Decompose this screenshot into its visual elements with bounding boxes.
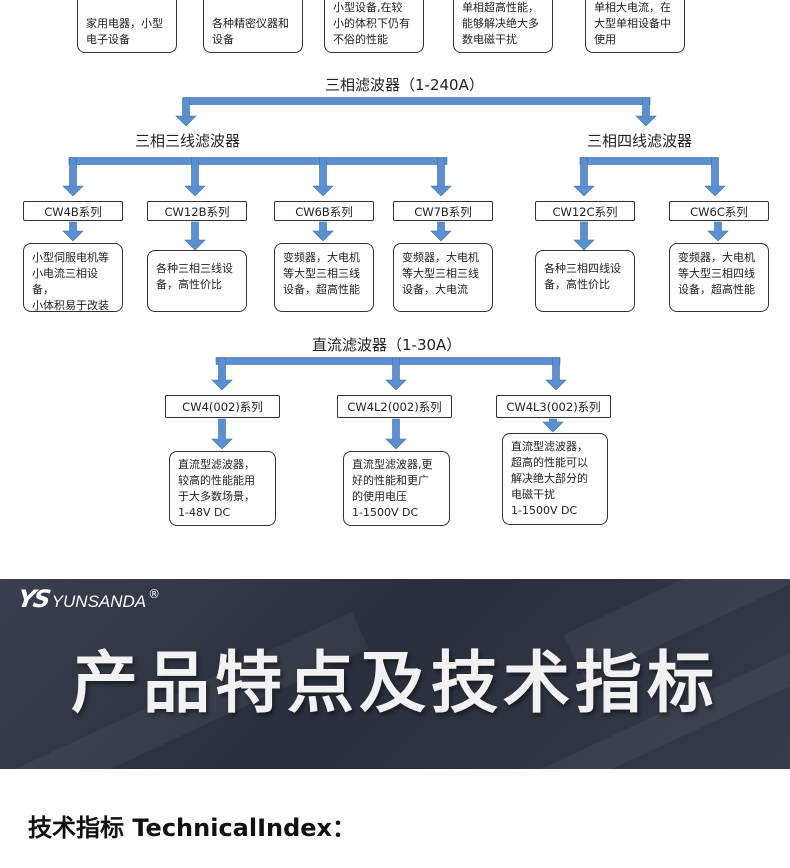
three-phase-title: 三相滤波器（1-240A）	[325, 76, 484, 94]
connector-arrows	[62, 0, 729, 450]
series-desc-arrow	[312, 221, 334, 242]
desc-cw4-002: 直流型滤波器， 较高的性能能用 于大多数场景， 1-48V DC	[169, 451, 276, 526]
dc-bar	[215, 357, 561, 365]
desc-cw6c: 变频器，大电机 等大型三相四线 设备，超高性能	[669, 243, 769, 312]
series-cw4-002: CW4(002)系列	[165, 395, 280, 418]
desc-cw12b: 各种三相三线设 备，高性价比	[147, 250, 247, 312]
top-desc-box-5: 单相大电流，在 大型单相设备中 使用	[585, 0, 685, 53]
three-wire-arrow	[184, 157, 206, 197]
series-desc-arrow	[430, 221, 452, 242]
three-wire-arrow	[312, 157, 334, 197]
product-banner: YS YUNSANDA ® 产品特点及技术指标	[0, 579, 790, 769]
three-phase-bar	[182, 97, 651, 105]
dc-desc-arrow	[385, 418, 407, 450]
desc-cw6b: 变频器，大电机 等大型三相三线 设备，超高性能	[274, 243, 374, 312]
dc-arrow	[211, 357, 233, 391]
dc-desc-arrow	[211, 418, 233, 450]
series-desc-arrow	[707, 221, 729, 242]
logo-mark: YS	[15, 585, 52, 613]
series-cw7b: CW7B系列	[393, 201, 493, 221]
dc-arrow	[385, 357, 407, 391]
series-cw6b: CW6B系列	[274, 201, 374, 221]
brand-logo: YS YUNSANDA ®	[15, 585, 161, 613]
four-wire-title: 三相四线滤波器	[587, 132, 693, 150]
three-phase-right-arrow	[635, 97, 657, 127]
series-desc-arrow	[573, 221, 595, 251]
series-desc-arrow	[62, 221, 84, 242]
desc-cw4l3-002: 直流型滤波器， 超高的性能可以 解决绝大部分的 电磁干扰 1-1500V DC	[502, 433, 608, 525]
top-desc-box-3: 小型设备,在较 小的体积下仍有 不俗的性能	[324, 0, 424, 53]
dc-title: 直流滤波器（1-30A）	[312, 336, 462, 354]
desc-cw4b: 小型伺服电机等 小电流三相设备， 小体积易于改装	[23, 243, 123, 312]
four-wire-arrow	[704, 157, 726, 197]
section-title: 技术指标 TechnicalIndex：	[28, 814, 357, 842]
three-wire-title: 三相三线滤波器	[135, 132, 241, 150]
series-cw4b: CW4B系列	[23, 201, 123, 221]
three-wire-arrow	[430, 157, 452, 197]
series-cw6c: CW6C系列	[669, 201, 769, 221]
top-desc-box-1: 家用电器，小型 电子设备	[77, 0, 177, 53]
top-desc-box-4: 单相超高性能， 能够解决绝大多 数电磁干扰	[453, 0, 553, 53]
desc-cw12c: 各种三相四线设 备，高性价比	[535, 250, 635, 312]
series-cw12b: CW12B系列	[147, 201, 247, 221]
desc-cw7b: 变频器，大电机 等大型三相三线 设备，大电流	[393, 243, 493, 312]
registered-mark: ®	[148, 587, 161, 601]
dc-arrow	[545, 357, 567, 391]
three-wire-bar	[68, 157, 448, 165]
series-cw4l2-002: CW4L2(002)系列	[337, 395, 452, 418]
dc-desc-arrow	[542, 418, 564, 433]
series-cw4l3-002: CW4L3(002)系列	[496, 395, 611, 418]
filter-product-diagram: 家用电器，小型 电子设备 各种精密仪器和 设备 小型设备,在较 小的体积下仍有 …	[23, 0, 769, 526]
four-wire-arrow	[573, 157, 595, 197]
desc-cw4l2-002: 直流型滤波器,更 好的性能和更广 的使用电压 1-1500V DC	[343, 451, 450, 526]
three-wire-arrow	[62, 157, 84, 197]
four-wire-bar	[579, 157, 719, 165]
logo-text: YUNSANDA	[51, 592, 147, 611]
series-desc-arrow	[184, 221, 206, 251]
series-cw12c: CW12C系列	[535, 201, 635, 221]
banner-title: 产品特点及技术指标	[71, 644, 719, 722]
top-desc-box-2: 各种精密仪器和 设备	[203, 0, 303, 53]
three-phase-left-arrow	[175, 97, 197, 127]
